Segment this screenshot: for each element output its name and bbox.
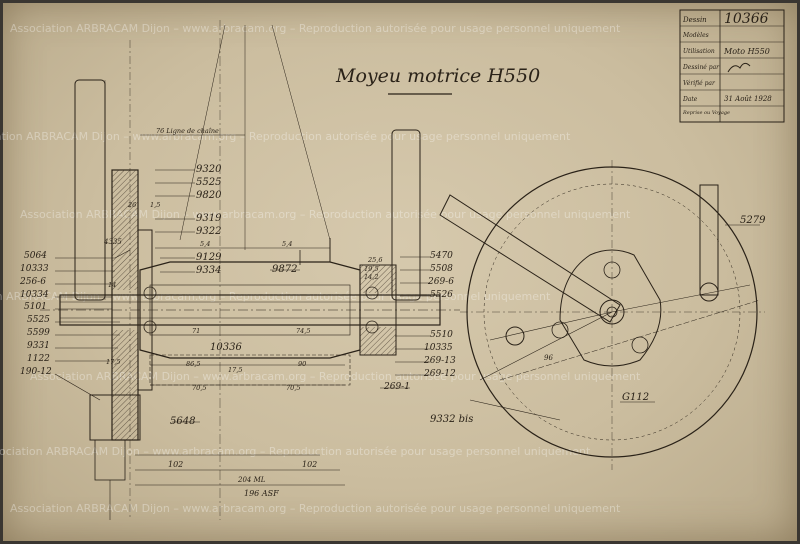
part-label: 5648 (170, 416, 195, 427)
dimension: 1,5 (150, 201, 160, 209)
dimension: 90 (298, 360, 306, 368)
dimension: 25,6 (367, 256, 382, 264)
dimension: 5,4 (200, 240, 210, 248)
part-label: 5470 (430, 251, 453, 261)
part-label: 5526 (430, 290, 453, 300)
part-label: 9872 (272, 264, 297, 275)
watermark-line: Association ARBRACAM Dijon – www.arbraca… (0, 130, 571, 143)
part-label: 269-1 (383, 382, 410, 392)
signature-mark (727, 62, 751, 73)
part-label: 9129 (196, 252, 222, 263)
watermark-line: Association ARBRACAM Dijon – www.arbraca… (0, 445, 591, 458)
dimension: 102 (168, 460, 183, 469)
cartouche-date: 31 Août 1928 (724, 95, 772, 103)
part-label: 9322 (196, 226, 221, 237)
part-label: 9331 (27, 341, 50, 351)
cartouche-key: Modèles (682, 32, 709, 39)
dimension: 102 (302, 460, 317, 469)
drawing-title: Moyeu motrice H550 (335, 65, 540, 87)
dimension: 17,5 (106, 358, 120, 366)
title-block: Dessin 10366 Modèles Utilisation Moto H5… (679, 9, 785, 123)
leader-lines (54, 169, 430, 423)
part-label: 5101 (24, 302, 47, 312)
part-label: 256-6 (19, 277, 46, 287)
part-label: 10335 (424, 343, 453, 353)
part-label: 5599 (27, 328, 50, 338)
dimension: 14 (108, 281, 116, 289)
dimension: 196 ASF (244, 489, 279, 498)
watermark-line: Association ARBRACAM Dijon – www.arbraca… (10, 502, 621, 515)
part-label: 269-12 (423, 369, 456, 379)
part-label: 9319 (196, 213, 222, 224)
dimension: 70,5 (286, 384, 300, 392)
part-label: 1122 (27, 354, 50, 364)
part-label: 269-13 (423, 356, 456, 366)
dimension: 14,2 (364, 273, 378, 281)
dimension: 70,5 (192, 384, 206, 392)
dimension: 76 Ligne de chaîne (156, 127, 219, 135)
cartouche-key: Date (682, 96, 698, 103)
dimension: 71 (192, 327, 200, 335)
dimension: 74,5 (296, 327, 310, 335)
cartouche-key: Dessiné par (682, 64, 720, 71)
part-label: 5508 (430, 264, 453, 274)
part-label: 5525 (27, 315, 50, 325)
dimension: 17,5 (228, 366, 242, 374)
watermark-line: Association ARBRACAM Dijon – www.arbraca… (20, 208, 631, 221)
left-part-labels: 5064 10333 256-6 10334 5101 5525 5599 93… (19, 251, 52, 377)
dimension-labels: 76 Ligne de chaîne 26 1,5 5,4 5,4 14 71 … (106, 127, 553, 498)
dimension: 204 ML (237, 476, 266, 484)
part-label: 5510 (430, 330, 453, 340)
dimension: 26 (127, 201, 136, 209)
part-label: 9334 (196, 265, 221, 276)
part-label: G112 (622, 392, 649, 403)
watermark-line: Association ARBRACAM Dijon – www.arbraca… (30, 370, 641, 383)
drawing-number: 10366 (724, 11, 769, 27)
cartouche-key: Vérifié par (683, 80, 716, 87)
dimension: 86,5 (186, 360, 200, 368)
cartouche-value: Moto H550 (723, 47, 770, 56)
part-label: 5064 (24, 251, 47, 261)
part-label: 9332 bis (430, 414, 473, 425)
part-label: 10334 (20, 290, 49, 300)
part-label: 190-12 (20, 367, 52, 377)
part-label: 4335 (103, 238, 122, 246)
part-label: 10336 (210, 342, 242, 353)
part-label: 9320 (196, 164, 222, 175)
dimension: 19,5 (364, 265, 378, 273)
dimension: 96 (544, 354, 553, 362)
cartouche-key: Dessin (682, 16, 707, 24)
cartouche-key: Reprise ou Voyage (682, 110, 730, 116)
part-label: 5525 (196, 177, 221, 188)
top-part-labels: 9320 5525 9820 9319 9322 9129 9334 4335 (103, 164, 222, 276)
hub-assembly (40, 20, 460, 520)
part-label: 269-6 (427, 277, 454, 287)
part-label: 5279 (740, 215, 766, 226)
dimension: 5,4 (282, 240, 292, 248)
part-label: 9820 (196, 190, 222, 201)
side-view (439, 160, 765, 470)
center-part-labels: 9872 10336 5648 G112 9332 bis 5279 (170, 215, 766, 427)
watermark-line: Association ARBRACAM Dijon – www.arbraca… (10, 22, 621, 35)
part-label: 10333 (20, 264, 49, 274)
right-part-labels: 5470 5508 269-6 5526 5510 10335 269-13 2… (383, 251, 456, 392)
cartouche-key: Utilisation (683, 48, 715, 55)
